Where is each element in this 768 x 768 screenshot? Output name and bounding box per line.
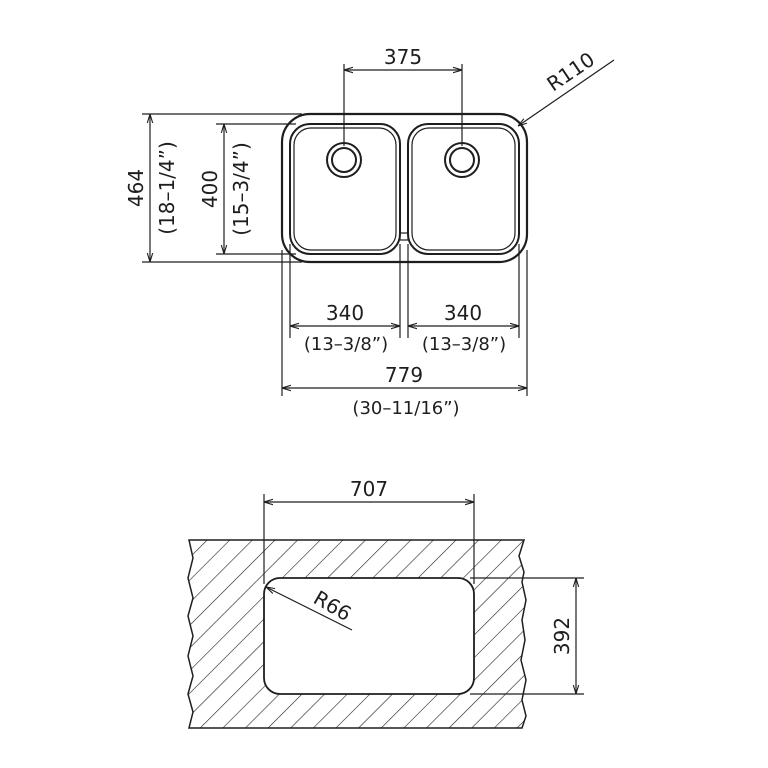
cutout-width-dimension: 707: [263, 477, 475, 584]
left-drain-icon: [326, 142, 362, 178]
right-bowl: [407, 123, 520, 255]
sink-top-view: 375 R110 464 (18–1/4”) 400 (15–3/4”): [124, 45, 615, 419]
bowl-depth-inch-label: (15–3/4”): [229, 142, 253, 236]
countertop-hatch: [187, 539, 527, 729]
cutout-depth-label: 392: [550, 617, 574, 655]
cutout-opening: [263, 577, 475, 695]
left-bowl: [289, 123, 401, 255]
overall-depth-inch-label: (18–1/4”): [155, 141, 179, 235]
overall-width-label: 779: [385, 363, 423, 387]
drain-spacing-dimension: 375: [343, 45, 463, 146]
cutout-view: 707 392 R66: [187, 477, 584, 729]
right-bowl-width-dimension: 340 (13–3/8”): [408, 301, 519, 355]
overall-width-inch-label: (30–11/16”): [352, 398, 459, 419]
left-bowl-width-dimension: 340 (13–3/8”): [290, 301, 400, 355]
right-bowl-width-inch-label: (13–3/8”): [422, 334, 506, 355]
sink-outer-rim: [280, 112, 529, 264]
bowl-depth-label: 400: [198, 170, 222, 208]
right-bowl-width-label: 340: [444, 301, 482, 325]
corner-radius-dimension: R110: [518, 47, 615, 126]
drain-spacing-label: 375: [384, 45, 422, 69]
overall-depth-label: 464: [124, 169, 148, 207]
overall-width-dimension: 779 (30–11/16”): [281, 250, 528, 419]
right-drain-icon: [444, 142, 480, 178]
overflow-connector-icon: [399, 232, 409, 241]
left-bowl-width-inch-label: (13–3/8”): [304, 334, 388, 355]
corner-radius-label: R110: [542, 47, 599, 96]
cutout-depth-dimension: 392: [470, 577, 584, 695]
bowl-depth-dimension: 400 (15–3/4”): [198, 123, 296, 255]
cutout-width-label: 707: [350, 477, 388, 501]
overall-depth-dimension: 464 (18–1/4”): [124, 113, 302, 263]
left-bowl-width-label: 340: [326, 301, 364, 325]
